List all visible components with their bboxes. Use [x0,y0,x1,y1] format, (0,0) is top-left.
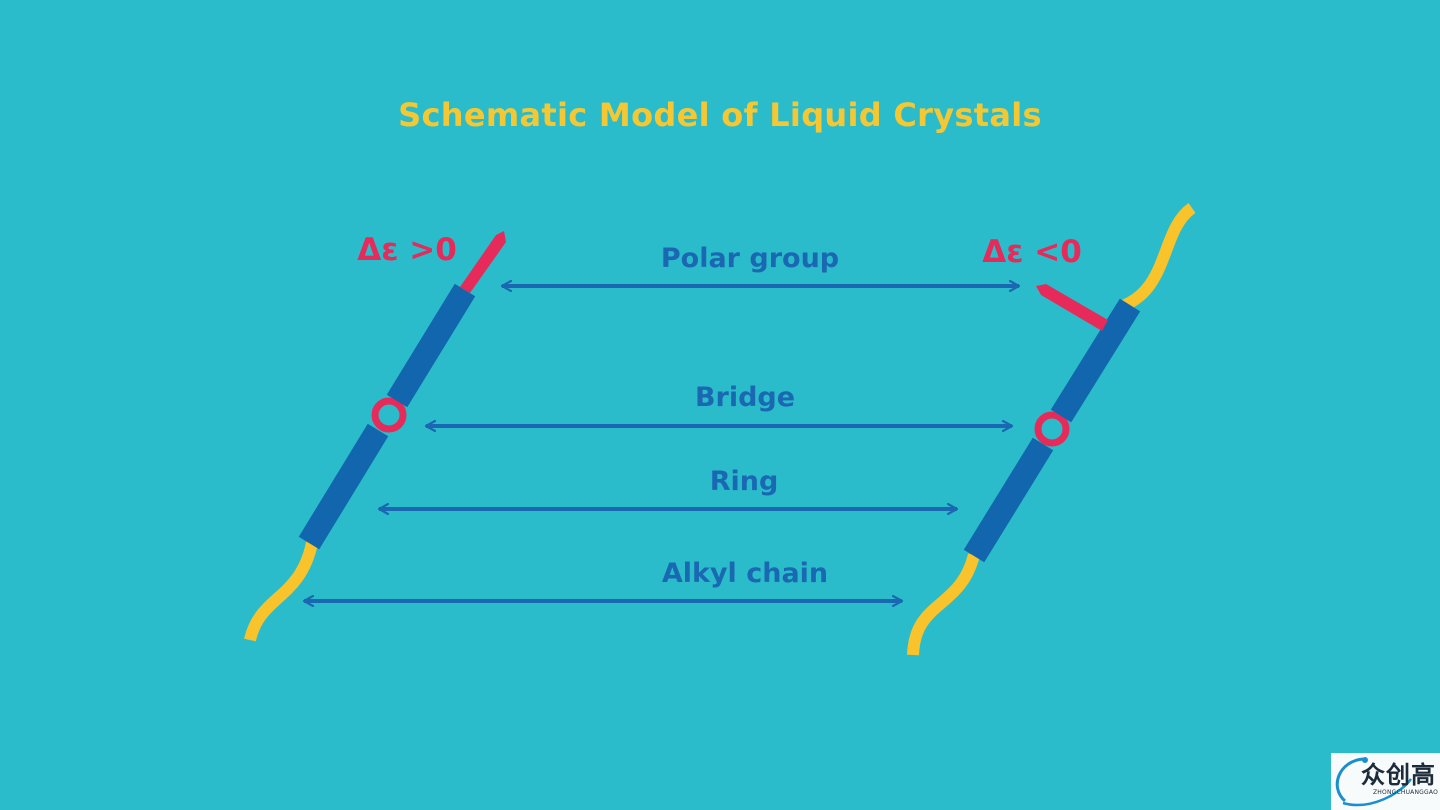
page-title: Schematic Model of Liquid Crystals [398,96,1042,134]
right-upper-ring [1050,298,1141,423]
left-polar-group [460,231,506,293]
right-lower-ring [963,437,1054,563]
left-upper-ring [386,283,476,408]
left-bridge [371,397,407,433]
arrows [304,286,1019,601]
watermark-logo: 众创高 ZHONGCHUANGGAO [1331,753,1440,810]
left-molecule-label: Δε >0 [357,232,457,268]
left-lower-ring [298,423,389,550]
right-alkyl-chain-bottom [907,553,980,656]
logo-subtext: ZHONGCHUANGGAO [1373,789,1438,796]
polar-group-label: Polar group [660,243,840,274]
right-molecule-label: Δε <0 [982,234,1082,270]
alkyl-chain-label: Alkyl chain [661,558,829,589]
right-molecule [907,203,1196,656]
right-alkyl-chain-top [1117,203,1196,313]
logo-text: 众创高 [1361,761,1436,789]
right-polar-group [1036,284,1108,331]
bridge-label: Bridge [694,382,796,413]
left-molecule [244,231,506,642]
right-bridge [1034,411,1070,447]
ring-label: Ring [709,466,779,497]
left-alkyl-chain [244,541,318,642]
logo-swoosh-icon [1335,757,1413,807]
